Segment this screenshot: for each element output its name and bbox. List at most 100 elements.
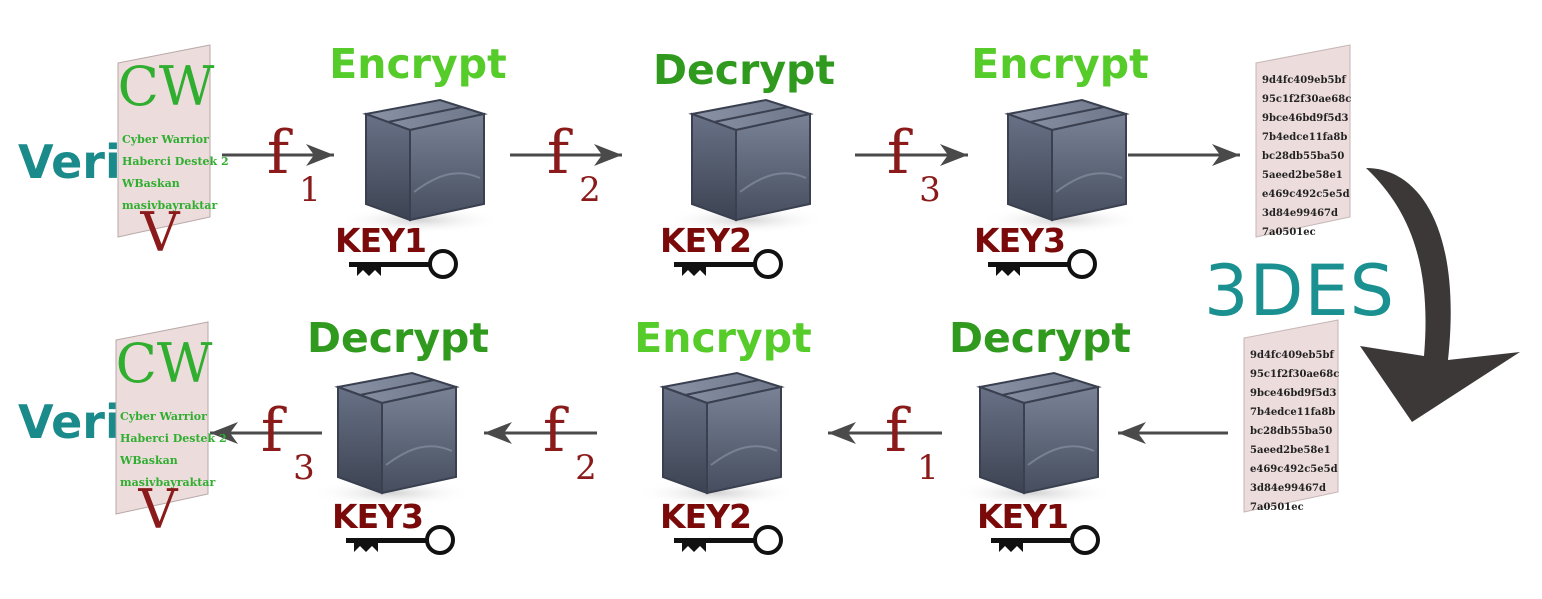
document-page [117, 44, 211, 238]
key-shaft [674, 538, 754, 543]
box-front [706, 385, 782, 495]
key-ring [753, 249, 783, 279]
key-ring [1070, 525, 1100, 555]
arrow [1118, 422, 1228, 444]
document-heading: CW [118, 55, 215, 118]
document-line: Haberci Destek 2 [122, 155, 229, 168]
document-line: masivbayraktar [122, 199, 217, 212]
document-letter: V [140, 201, 181, 264]
cipher-line: 5aeed2be58e1 [1250, 445, 1331, 456]
cipher-box [664, 98, 828, 234]
key-label: KEY1 [977, 497, 1068, 536]
function-label: f3 [261, 396, 315, 488]
arrow [222, 144, 334, 166]
function-name: f [543, 396, 569, 466]
key-icon [674, 525, 783, 555]
operation-label: Encrypt [971, 40, 1148, 88]
key-icon [349, 249, 458, 279]
document-line: Haberci Destek 2 [120, 432, 227, 445]
cipher-page [1243, 319, 1339, 513]
operation-label: Encrypt [634, 314, 811, 362]
box-left [1007, 112, 1053, 222]
document-line: masivbayraktar [120, 476, 215, 489]
box-front [381, 385, 457, 495]
veri-label: Veri [18, 395, 121, 449]
key-icon [988, 249, 1097, 279]
operation-label: Decrypt [653, 46, 835, 94]
cipher-box [338, 98, 502, 234]
box-highlight [739, 172, 807, 193]
cipher-line: 7b4edce11fa8b [1250, 407, 1335, 418]
ciphertext-document: 9d4fc409eb5bf 95c1f2f30ae68c 9bce46bd9f5d3… [1243, 319, 1339, 513]
operation-label: Encrypt [329, 40, 506, 88]
box-front [1023, 385, 1099, 495]
key-label: KEY1 [335, 221, 426, 260]
operation-label: Decrypt [307, 314, 489, 362]
arrow [828, 422, 942, 444]
box-highlight [413, 172, 481, 193]
key-shaft [674, 262, 754, 267]
arrow [510, 144, 622, 166]
key-teeth [999, 538, 1023, 552]
box-shadow [635, 479, 799, 507]
cipher-line: 95c1f2f30ae68c [1262, 94, 1351, 105]
curved-arrow [1360, 168, 1520, 422]
function-subscript: 3 [919, 170, 941, 210]
cipher-box [310, 371, 474, 507]
key-ring [425, 525, 455, 555]
function-name: f [261, 396, 287, 466]
key-label: KEY3 [332, 497, 423, 536]
key-shaft [346, 538, 426, 543]
document-line: Cyber Warrior [122, 133, 209, 146]
box-left [365, 112, 411, 222]
box-tape [684, 379, 760, 396]
key-teeth [682, 538, 706, 552]
cipher-box [980, 98, 1144, 234]
box-highlight [1055, 172, 1123, 193]
function-name: f [885, 396, 911, 466]
function-name: f [887, 118, 913, 188]
document-line: Cyber Warrior [120, 410, 207, 423]
box-highlight [385, 445, 453, 466]
cipher-line: 5aeed2be58e1 [1262, 170, 1343, 181]
key-ring [753, 525, 783, 555]
document-page [115, 321, 209, 515]
key-shaft [349, 262, 429, 267]
key-label: KEY3 [974, 221, 1065, 260]
box-left [337, 385, 383, 495]
cipher-line: 95c1f2f30ae68c [1250, 369, 1339, 380]
function-subscript: 1 [299, 170, 321, 210]
box-highlight [710, 445, 778, 466]
cipher-line: 9bce46bd9f5d3 [1250, 388, 1337, 399]
cipher-line: e469c492c5e5d [1262, 189, 1350, 200]
box-left [691, 112, 737, 222]
box-left [662, 385, 708, 495]
document-heading: CW [116, 332, 213, 395]
function-subscript: 2 [575, 448, 597, 488]
key-teeth [357, 262, 381, 276]
cipher-line: 3d84e99467d [1250, 483, 1326, 494]
key-shaft [991, 538, 1071, 543]
arrow [210, 422, 322, 444]
operation-label: Decrypt [949, 314, 1131, 362]
key-shaft [988, 262, 1068, 267]
function-name: f [267, 118, 293, 188]
cipher-line: bc28db55ba50 [1250, 426, 1332, 437]
key-ring [428, 249, 458, 279]
function-name: f [547, 118, 573, 188]
box-shadow [338, 206, 502, 234]
cipher-box [952, 371, 1116, 507]
function-subscript: 1 [917, 448, 939, 488]
box-tape [713, 106, 789, 123]
cipher-box [635, 371, 799, 507]
cipher-line: 7a0501ec [1262, 227, 1316, 238]
cipher-line: 9d4fc409eb5bf [1250, 350, 1334, 361]
document-line: WBaskan [119, 454, 178, 467]
document-letter: V [138, 478, 179, 541]
box-highlight [1027, 445, 1095, 466]
box-front [1051, 112, 1127, 222]
key-icon [346, 525, 455, 555]
cipher-line: e469c492c5e5d [1250, 464, 1338, 475]
